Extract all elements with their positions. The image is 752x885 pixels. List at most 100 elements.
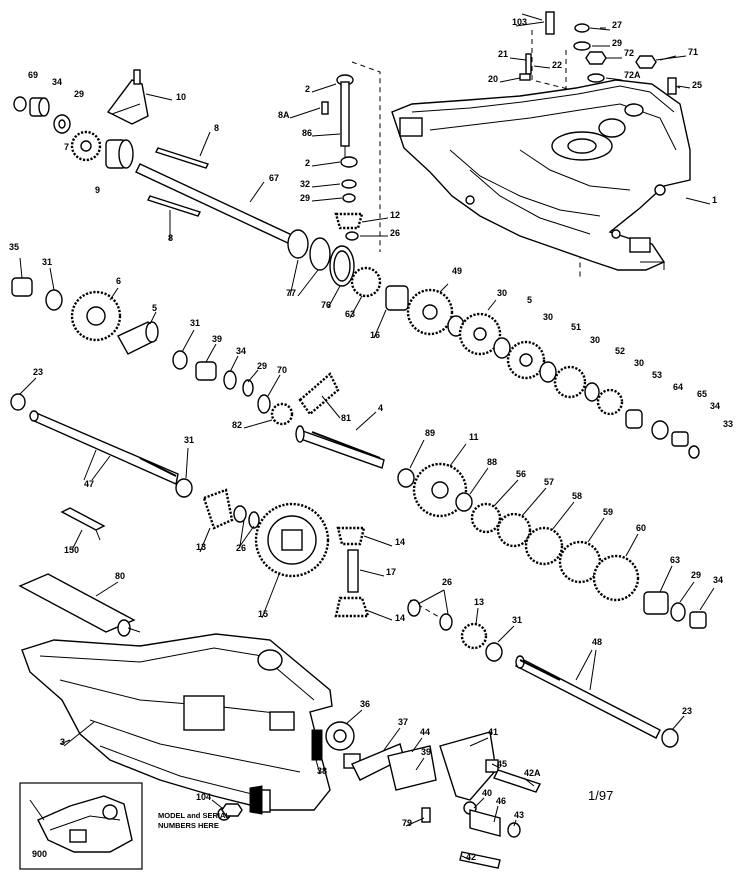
callout-c59: 59: [603, 507, 613, 517]
callout-c58: 58: [572, 491, 582, 501]
callout-c5a: 5: [527, 295, 532, 305]
callout-c35: 35: [9, 242, 19, 252]
callout-c7: 7: [64, 142, 69, 152]
callout-c2b: 2: [305, 158, 310, 168]
callout-c45: 45: [497, 759, 507, 769]
callout-c10: 10: [176, 92, 186, 102]
callout-c34b: 34: [710, 401, 720, 411]
callout-c44: 44: [420, 727, 430, 737]
leader-lines: [19, 21, 715, 861]
callout-c38: 38: [317, 766, 327, 776]
callout-c27: 27: [612, 20, 622, 30]
callout-c23a: 23: [33, 367, 43, 377]
callout-c72A: 72A: [624, 70, 641, 80]
cover-hardware: [519, 11, 681, 95]
callout-c29a: 29: [612, 38, 622, 48]
part-150-bracket: [60, 507, 106, 541]
callout-c37: 37: [398, 717, 408, 727]
callout-c47: 47: [84, 479, 94, 489]
callout-c26a: 26: [390, 228, 400, 238]
inset-box-900: [19, 782, 143, 870]
callout-c71: 71: [688, 47, 698, 57]
callout-c16: 16: [370, 330, 380, 340]
callout-c31d: 31: [512, 615, 522, 625]
callout-c9: 9: [95, 185, 100, 195]
callout-c40: 40: [482, 788, 492, 798]
callout-c3: 3: [60, 737, 65, 747]
callout-c65: 65: [697, 389, 707, 399]
part-3-lower-housing: [21, 633, 333, 821]
callout-c30d: 30: [634, 358, 644, 368]
callout-c33: 33: [723, 419, 733, 429]
callout-c41: 41: [488, 727, 498, 737]
callout-c900: 900: [32, 849, 47, 859]
part-1-cover-housing: [391, 79, 691, 271]
callout-c43: 43: [514, 810, 524, 820]
callout-c64: 64: [673, 382, 683, 392]
callout-c39: 39: [212, 334, 222, 344]
countershaft-gear-row: [11, 266, 700, 459]
callout-c31b: 31: [190, 318, 200, 328]
callout-c29c: 29: [300, 193, 310, 203]
callout-c23b: 23: [682, 706, 692, 716]
callout-c26b: 26: [236, 543, 246, 553]
callout-c2a: 2: [305, 84, 310, 94]
callout-c51: 51: [571, 322, 581, 332]
output-gear-row: [397, 462, 707, 629]
callout-c29b: 29: [74, 89, 84, 99]
callout-c14b: 14: [395, 613, 405, 623]
callout-c8b: 8: [168, 233, 173, 243]
callout-c39b: 39: [421, 747, 431, 757]
callout-c15: 15: [258, 609, 268, 619]
callout-c42A: 42A: [524, 768, 541, 778]
callout-c80: 80: [115, 571, 125, 581]
callout-c34c: 34: [236, 346, 246, 356]
callout-c63b: 63: [670, 555, 680, 565]
callout-c86: 86: [302, 128, 312, 138]
part-80-tube: [18, 573, 141, 637]
callout-c70: 70: [277, 365, 287, 375]
callout-c103: 103: [512, 17, 527, 27]
callout-c30a: 30: [497, 288, 507, 298]
date-code: 1/97: [588, 788, 613, 803]
axle-47: [10, 393, 193, 498]
differential-gears: [202, 488, 503, 662]
model-serial-note: MODEL and SERIAL NUMBERS HERE: [158, 811, 232, 830]
callout-c104: 104: [196, 792, 211, 802]
callout-c21: 21: [498, 49, 508, 59]
callout-c77: 77: [286, 288, 296, 298]
callout-c30b: 30: [543, 312, 553, 322]
shaft-67-assembly: [135, 147, 355, 287]
callout-c79: 79: [402, 818, 412, 828]
callout-c67: 67: [269, 173, 279, 183]
axle-48: [515, 649, 679, 748]
callout-c42: 42: [466, 852, 476, 862]
brake-shaft-assembly: [172, 350, 385, 469]
shift-fork-assembly: [13, 69, 173, 169]
callout-c11: 11: [469, 432, 479, 442]
callout-c48: 48: [592, 637, 602, 647]
callout-c82: 82: [232, 420, 242, 430]
part-103-bolt: [545, 11, 555, 35]
part-104-nut: [211, 785, 263, 817]
callout-c32: 32: [300, 179, 310, 189]
callout-c6a: 6: [116, 276, 121, 286]
callout-c56: 56: [516, 469, 526, 479]
callout-c31a: 31: [42, 257, 52, 267]
callout-c26c: 26: [442, 577, 452, 587]
callout-c88: 88: [487, 457, 497, 467]
callout-c5b: 5: [152, 303, 157, 313]
shaft-86-stack: [321, 74, 364, 241]
callout-c69: 69: [28, 70, 38, 80]
callout-c63a: 63: [345, 309, 355, 319]
callout-c89: 89: [425, 428, 435, 438]
callout-c57: 57: [544, 477, 554, 487]
callout-c36: 36: [360, 699, 370, 709]
callout-c53: 53: [652, 370, 662, 380]
callout-c8A: 8A: [278, 110, 290, 120]
callout-c150: 150: [64, 545, 79, 555]
callout-c1: 1: [712, 195, 717, 205]
callout-c81: 81: [341, 413, 351, 423]
